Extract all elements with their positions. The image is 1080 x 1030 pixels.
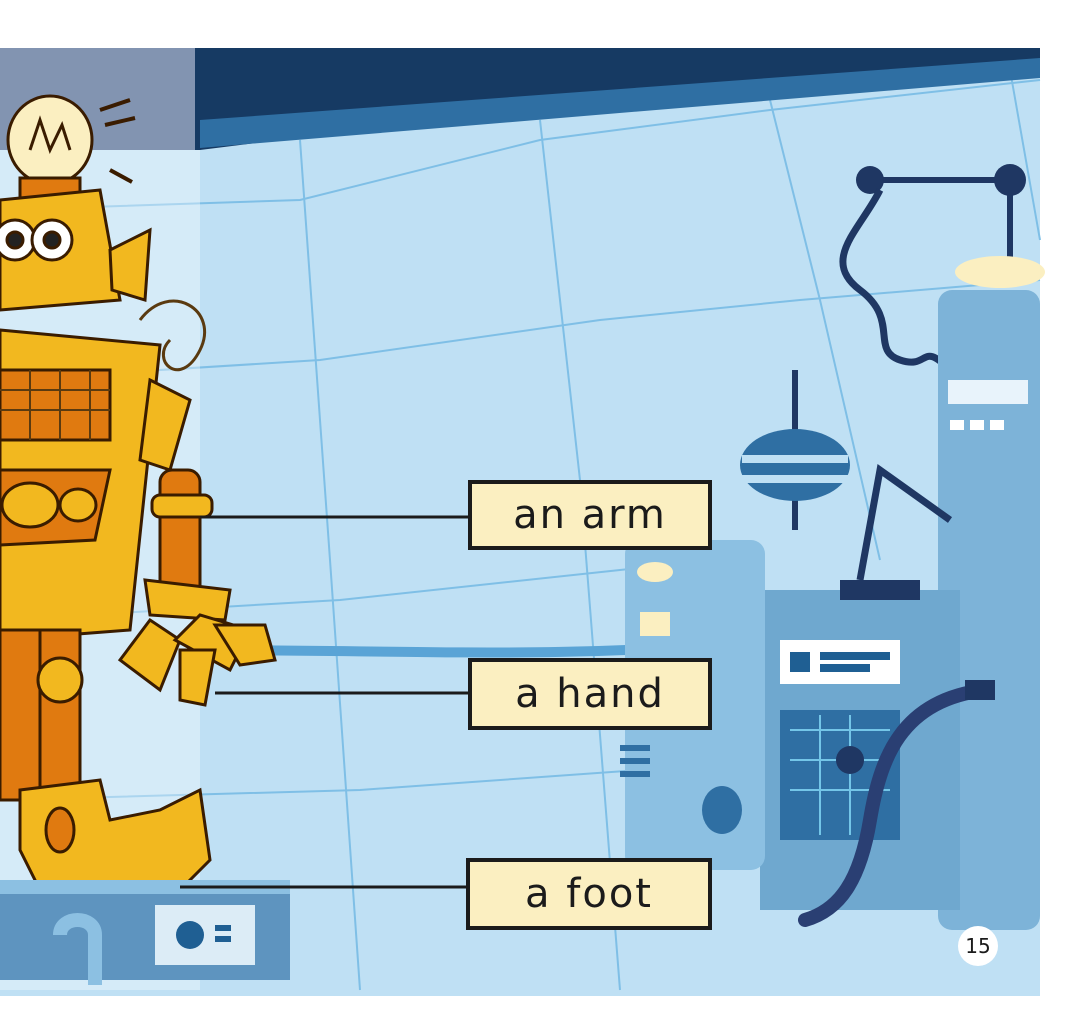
robot: [0, 94, 277, 892]
page-number: 15: [958, 926, 998, 966]
label-hand: a hand: [468, 658, 712, 730]
robot-platform: [0, 880, 290, 985]
label-arm: an arm: [468, 480, 712, 550]
lab-machine: [620, 164, 1045, 930]
ceiling: [0, 48, 1040, 150]
label-leaders: [180, 515, 470, 889]
label-foot: a foot: [466, 858, 712, 930]
